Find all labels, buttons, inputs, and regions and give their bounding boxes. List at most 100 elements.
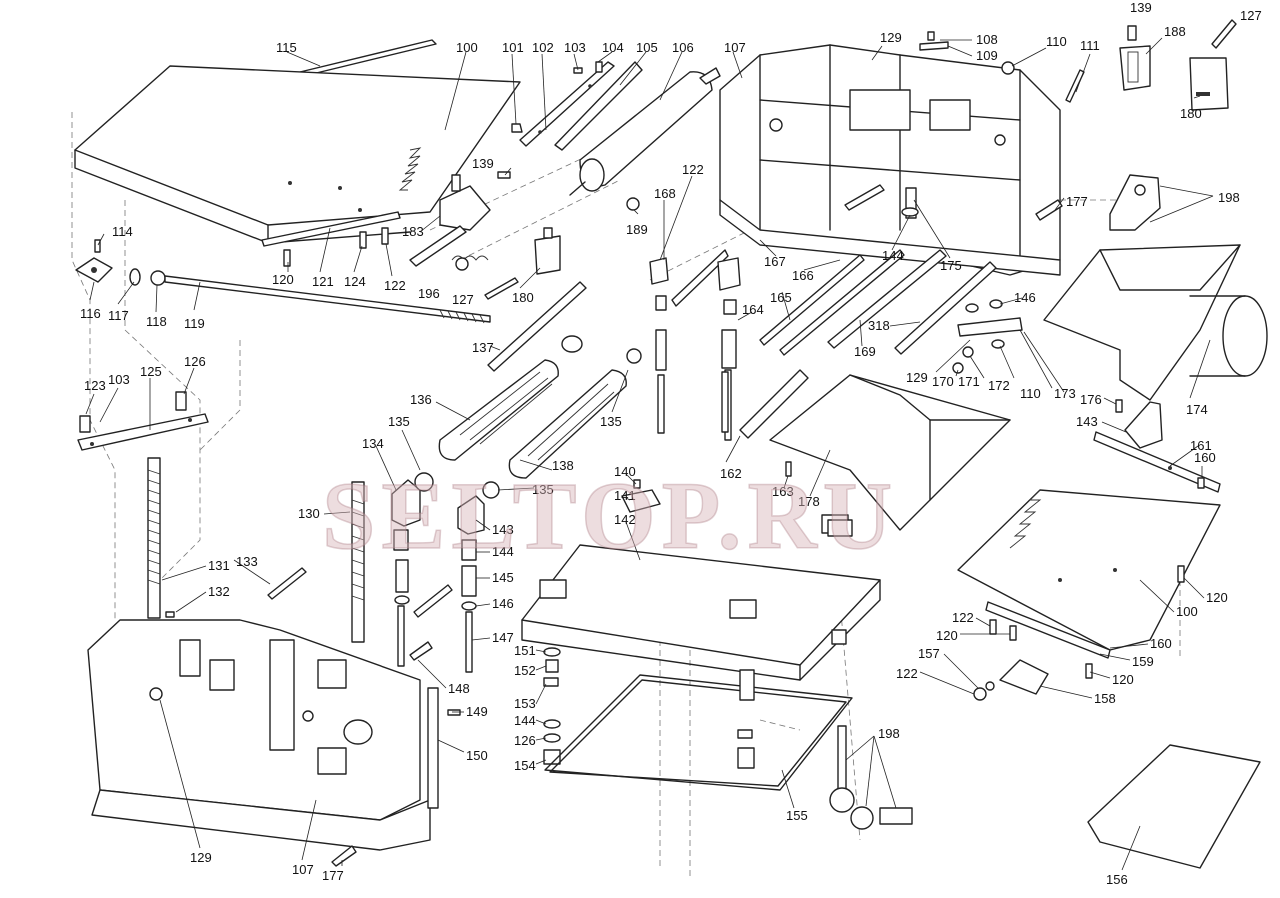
- part-120-screw-b: [1009, 625, 1017, 641]
- label-121: 121: [312, 274, 334, 289]
- label-131: 131: [208, 558, 230, 573]
- part-120-screw-left: [283, 249, 291, 267]
- label-155: 155: [786, 808, 808, 823]
- label-166: 166: [792, 268, 814, 283]
- label-103: 103: [564, 40, 586, 55]
- label-125: 125: [140, 364, 162, 379]
- label-102: 102: [532, 40, 554, 55]
- label-164: 164: [742, 302, 764, 317]
- part-143-bracket-left: [457, 495, 485, 535]
- label-142: 142: [614, 512, 636, 527]
- label-154: 154: [514, 758, 536, 773]
- label-183: 183: [402, 224, 424, 239]
- part-173-plate: [957, 317, 1023, 337]
- part-135-ring-a: [561, 335, 583, 353]
- part-160-screw: [1197, 477, 1205, 489]
- label-171: 171: [958, 374, 980, 389]
- part-115-strip: [299, 39, 437, 77]
- label-110: 110: [1046, 34, 1067, 49]
- part-134-bracket: [391, 479, 421, 527]
- part-165-shaft: [759, 254, 865, 346]
- part-column-center: [655, 295, 667, 434]
- label-122: 122: [682, 162, 704, 177]
- label-146: 146: [1014, 290, 1036, 305]
- label-120-right-b: 120: [936, 628, 958, 643]
- part-131-threaded-column: [147, 457, 161, 619]
- part-146-washers: [965, 299, 1005, 349]
- label-132: 132: [208, 584, 230, 599]
- label-145: 145: [492, 570, 514, 585]
- part-106-cutter-block: [569, 67, 721, 196]
- part-168-bracket: [649, 249, 729, 307]
- label-120-right-c: 120: [1112, 672, 1134, 687]
- part-150-strip: [427, 687, 439, 809]
- label-127-left: 127: [452, 292, 474, 307]
- label-173: 173: [1054, 386, 1076, 401]
- label-123: 123: [84, 378, 106, 393]
- part-161-strip: [1093, 431, 1221, 493]
- label-107: 107: [724, 40, 746, 55]
- part-180-switch-top: [1189, 57, 1229, 111]
- part-133-bolt: [267, 567, 307, 600]
- label-180-left: 180: [512, 290, 534, 305]
- part-135-ring-c: [414, 472, 434, 492]
- part-171-nut: [962, 346, 974, 358]
- label-139-left: 139: [472, 156, 494, 171]
- part-198-bracket: [1109, 174, 1161, 231]
- part-189-nut: [626, 197, 640, 211]
- part-137-shaft: [487, 281, 587, 372]
- label-109: 109: [976, 48, 998, 63]
- label-108: 108: [976, 32, 998, 47]
- part-158-bracket: [999, 659, 1049, 695]
- part-124-screw: [359, 231, 367, 249]
- part-116-knob: [75, 257, 113, 283]
- label-144-bottom: 144: [514, 713, 536, 728]
- part-101-screw: [511, 123, 523, 133]
- label-136: 136: [410, 392, 432, 407]
- part-157-screw: [973, 681, 995, 701]
- part-140-screw: [633, 479, 641, 489]
- label-157: 157: [918, 646, 940, 661]
- label-105: 105: [636, 40, 658, 55]
- part-122-screw-left: [381, 227, 389, 245]
- label-176: 176: [1080, 392, 1102, 407]
- part-138-feed-roller: [508, 369, 627, 479]
- label-135-b: 135: [600, 414, 622, 429]
- label-162: 162: [720, 466, 742, 481]
- part-174-dust-chute: [1043, 244, 1268, 401]
- part-169-shaft: [827, 249, 947, 349]
- label-135-c: 135: [532, 482, 554, 497]
- label-160-right: 160: [1150, 636, 1172, 651]
- part-155-belt: [544, 674, 853, 791]
- part-139-screw-left: [497, 171, 511, 179]
- label-149: 149: [466, 704, 488, 719]
- label-100-right: 100: [1176, 604, 1198, 619]
- part-119-threaded-rod: [164, 275, 491, 324]
- label-127: 127: [1240, 8, 1262, 23]
- part-163-screw: [785, 461, 792, 477]
- part-159-bar: [985, 601, 1111, 659]
- part-164-spacer: [717, 257, 741, 369]
- leader-lines: [85, 37, 1214, 871]
- part-120-screw-c: [1085, 663, 1093, 679]
- part-120-screw-right: [1177, 565, 1185, 583]
- label-120: 120: [272, 272, 294, 287]
- label-174: 174: [1186, 402, 1208, 417]
- label-130: 130: [298, 506, 320, 521]
- label-196: 196: [418, 286, 440, 301]
- part-127-screw-left: [484, 277, 519, 300]
- label-137: 137: [472, 340, 494, 355]
- label-189: 189: [626, 222, 648, 237]
- label-175: 175: [940, 258, 962, 273]
- part-183-lever: [409, 174, 491, 267]
- label-122-left: 122: [384, 278, 406, 293]
- part-167-shaft: [844, 184, 885, 211]
- label-158: 158: [1094, 691, 1116, 706]
- label-101: 101: [502, 40, 524, 55]
- part-148-bolt: [409, 641, 433, 661]
- part-117-washer: [129, 268, 141, 286]
- part-178-dust-hood: [769, 374, 1011, 531]
- label-129-mid: 129: [906, 370, 928, 385]
- label-163: 163: [772, 484, 794, 499]
